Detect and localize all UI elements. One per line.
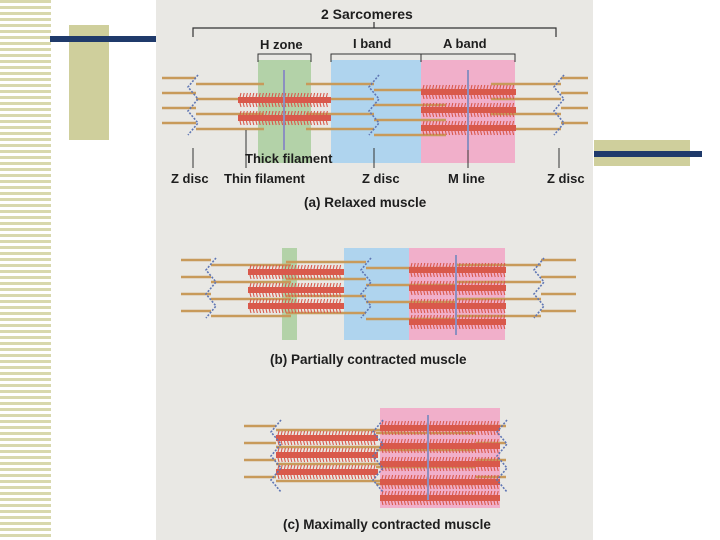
- label-z-disc-right: Z disc: [547, 171, 585, 186]
- thick-filament-c1-1: [276, 452, 378, 458]
- label-z-disc-left: Z disc: [171, 171, 209, 186]
- thick-filament-b2-2-heads: [410, 298, 506, 314]
- label-h-zone: H zone: [260, 37, 303, 52]
- thick-filament-b1-1: [248, 287, 344, 293]
- thick-filament-c2-1-heads: [381, 438, 499, 454]
- thick-filament-a1-0-heads: [239, 92, 328, 108]
- slide-stripe-pattern: [0, 0, 51, 540]
- a-band-bracket: [420, 53, 516, 62]
- thick-filament-a2-1-heads: [422, 102, 515, 118]
- label-thick-filament: Thick filament: [245, 151, 333, 166]
- slide-accent-block-left: [69, 25, 109, 140]
- thick-filament-c1-0-heads: [277, 430, 376, 446]
- thick-filament-c2-0: [380, 425, 500, 431]
- label-2-sarcomeres: 2 Sarcomeres: [321, 6, 413, 22]
- z-disc-c-middle: [371, 419, 385, 493]
- z-disc-c-left: [269, 419, 283, 493]
- thick-filament-c2-2-heads: [381, 456, 499, 472]
- slide-accent-bar-right: [594, 151, 702, 157]
- label-thin-filament: Thin filament: [224, 171, 305, 186]
- thick-filament-c1-0: [276, 435, 378, 441]
- i-band-b: [344, 248, 409, 340]
- z-disc-b-left: [204, 257, 218, 319]
- thick-filament-c2-1: [380, 443, 500, 449]
- thick-filament-a1-1-heads: [239, 110, 328, 126]
- thick-filament-b1-0-heads: [249, 264, 342, 280]
- caption-maximally-contracted-muscle: (c) Maximally contracted muscle: [283, 517, 491, 532]
- i-band-a: [331, 60, 421, 163]
- thick-filament-c2-3-heads: [381, 474, 499, 490]
- h-zone-bracket: [257, 53, 312, 62]
- thick-filament-b1-2: [248, 303, 344, 309]
- z-disc-c-right: [495, 419, 509, 493]
- z-disc-a-middle: [367, 74, 381, 136]
- thick-filament-b1-1-heads: [249, 282, 342, 298]
- thick-filament-b2-0-heads: [410, 262, 506, 278]
- thick-filament-b1-0: [248, 269, 344, 275]
- thick-filament-b2-0: [409, 267, 506, 273]
- thick-filament-b1-2-heads: [249, 298, 342, 314]
- sarcomere-diagram-svg: [162, 22, 588, 508]
- sarcomere-figure: 2 Sarcomeres H zone I band A band Thick …: [156, 0, 593, 540]
- thick-filament-b2-3-heads: [410, 314, 506, 330]
- slide-accent-bar-left: [50, 36, 156, 42]
- z-disc-b-middle: [359, 257, 373, 319]
- thick-filament-c2-2: [380, 461, 500, 467]
- thick-filament-b2-2: [409, 303, 506, 309]
- thick-filament-a2-2-heads: [422, 120, 515, 136]
- sarcomeres-brace: [192, 22, 557, 37]
- thick-filament-b2-3: [409, 319, 506, 325]
- z-disc-a-left: [186, 74, 200, 136]
- thick-filament-c1-2-heads: [277, 464, 376, 480]
- thick-filament-a2-0-heads: [422, 84, 515, 100]
- label-z-disc-middle: Z disc: [362, 171, 400, 186]
- z-disc-a-right: [552, 74, 566, 136]
- label-m-line: M line: [448, 171, 485, 186]
- label-i-band: I band: [353, 36, 392, 51]
- caption-relaxed-muscle: (a) Relaxed muscle: [304, 195, 427, 210]
- thick-filament-c2-4-heads: [381, 490, 499, 506]
- thick-filament-b2-1-heads: [410, 280, 506, 296]
- thick-filament-b2-1: [409, 285, 506, 291]
- thick-filament-c2-0-heads: [381, 420, 499, 436]
- thick-filament-c1-1-heads: [277, 447, 376, 463]
- thick-filament-c1-2: [276, 469, 378, 475]
- caption-partially-contracted-muscle: (b) Partially contracted muscle: [270, 352, 467, 367]
- z-disc-b-right: [532, 257, 546, 319]
- thick-filament-c2-3: [380, 479, 500, 485]
- thick-filament-c2-4: [380, 495, 500, 501]
- label-a-band: A band: [443, 36, 487, 51]
